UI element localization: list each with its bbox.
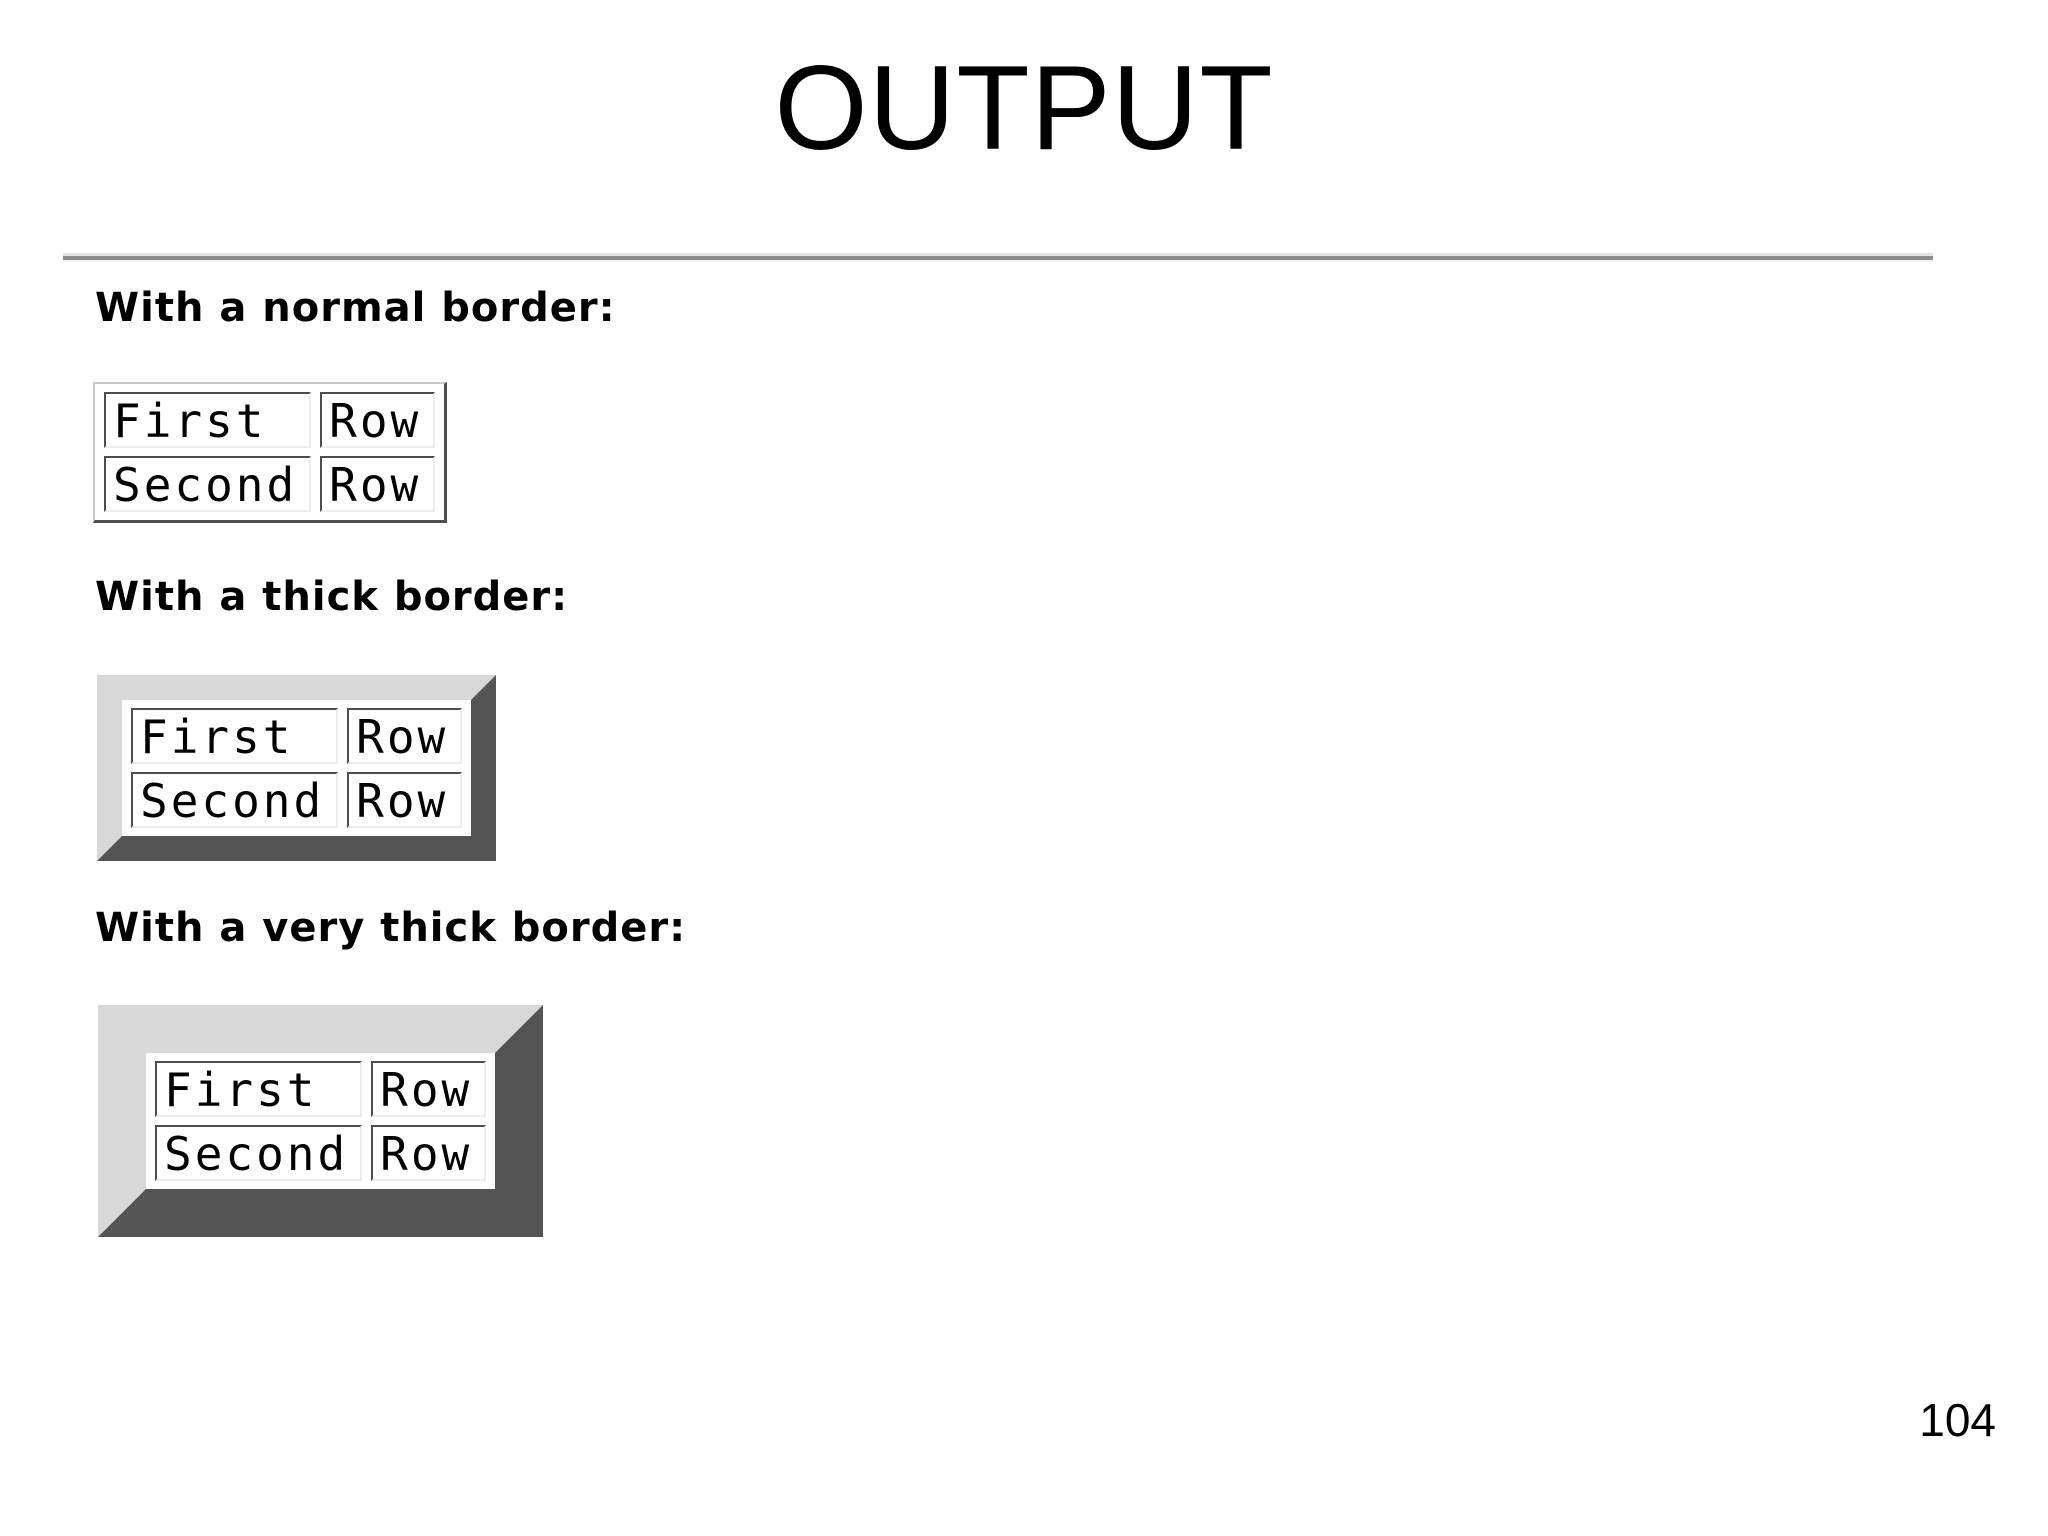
demo-table-thick-border: First Row Second Row [97, 675, 497, 861]
demo-table-very-thick-border: First Row Second Row [98, 1005, 544, 1237]
table-cell: Row [347, 772, 463, 828]
table-cell: Second [155, 1125, 363, 1181]
table-cell: First [155, 1061, 363, 1117]
section-heading-very-thick-border: With a very thick border: [95, 905, 687, 951]
horizontal-rule [63, 253, 1933, 262]
table-row: Second Row [104, 456, 436, 512]
section-heading-normal-border: With a normal border: [95, 285, 616, 331]
page-number: 104 [1919, 1394, 1996, 1446]
page-title: OUTPUT [774, 41, 1274, 175]
table-cell: First [104, 392, 312, 448]
table-cell: Second [131, 772, 339, 828]
table-cell: Row [347, 708, 463, 764]
table-cell: Row [320, 392, 436, 448]
table-cell: Second [104, 456, 312, 512]
table-row: First Row [104, 392, 436, 448]
table-cell: Row [371, 1061, 487, 1117]
section-heading-thick-border: With a thick border: [95, 574, 569, 620]
demo-table-normal-border: First Row Second Row [93, 382, 448, 523]
table-row: First Row [155, 1061, 487, 1117]
table-row: Second Row [131, 772, 463, 828]
table-cell: Row [320, 456, 436, 512]
table-cell: Row [371, 1125, 487, 1181]
table-row: First Row [131, 708, 463, 764]
table-row: Second Row [155, 1125, 487, 1181]
table-cell: First [131, 708, 339, 764]
